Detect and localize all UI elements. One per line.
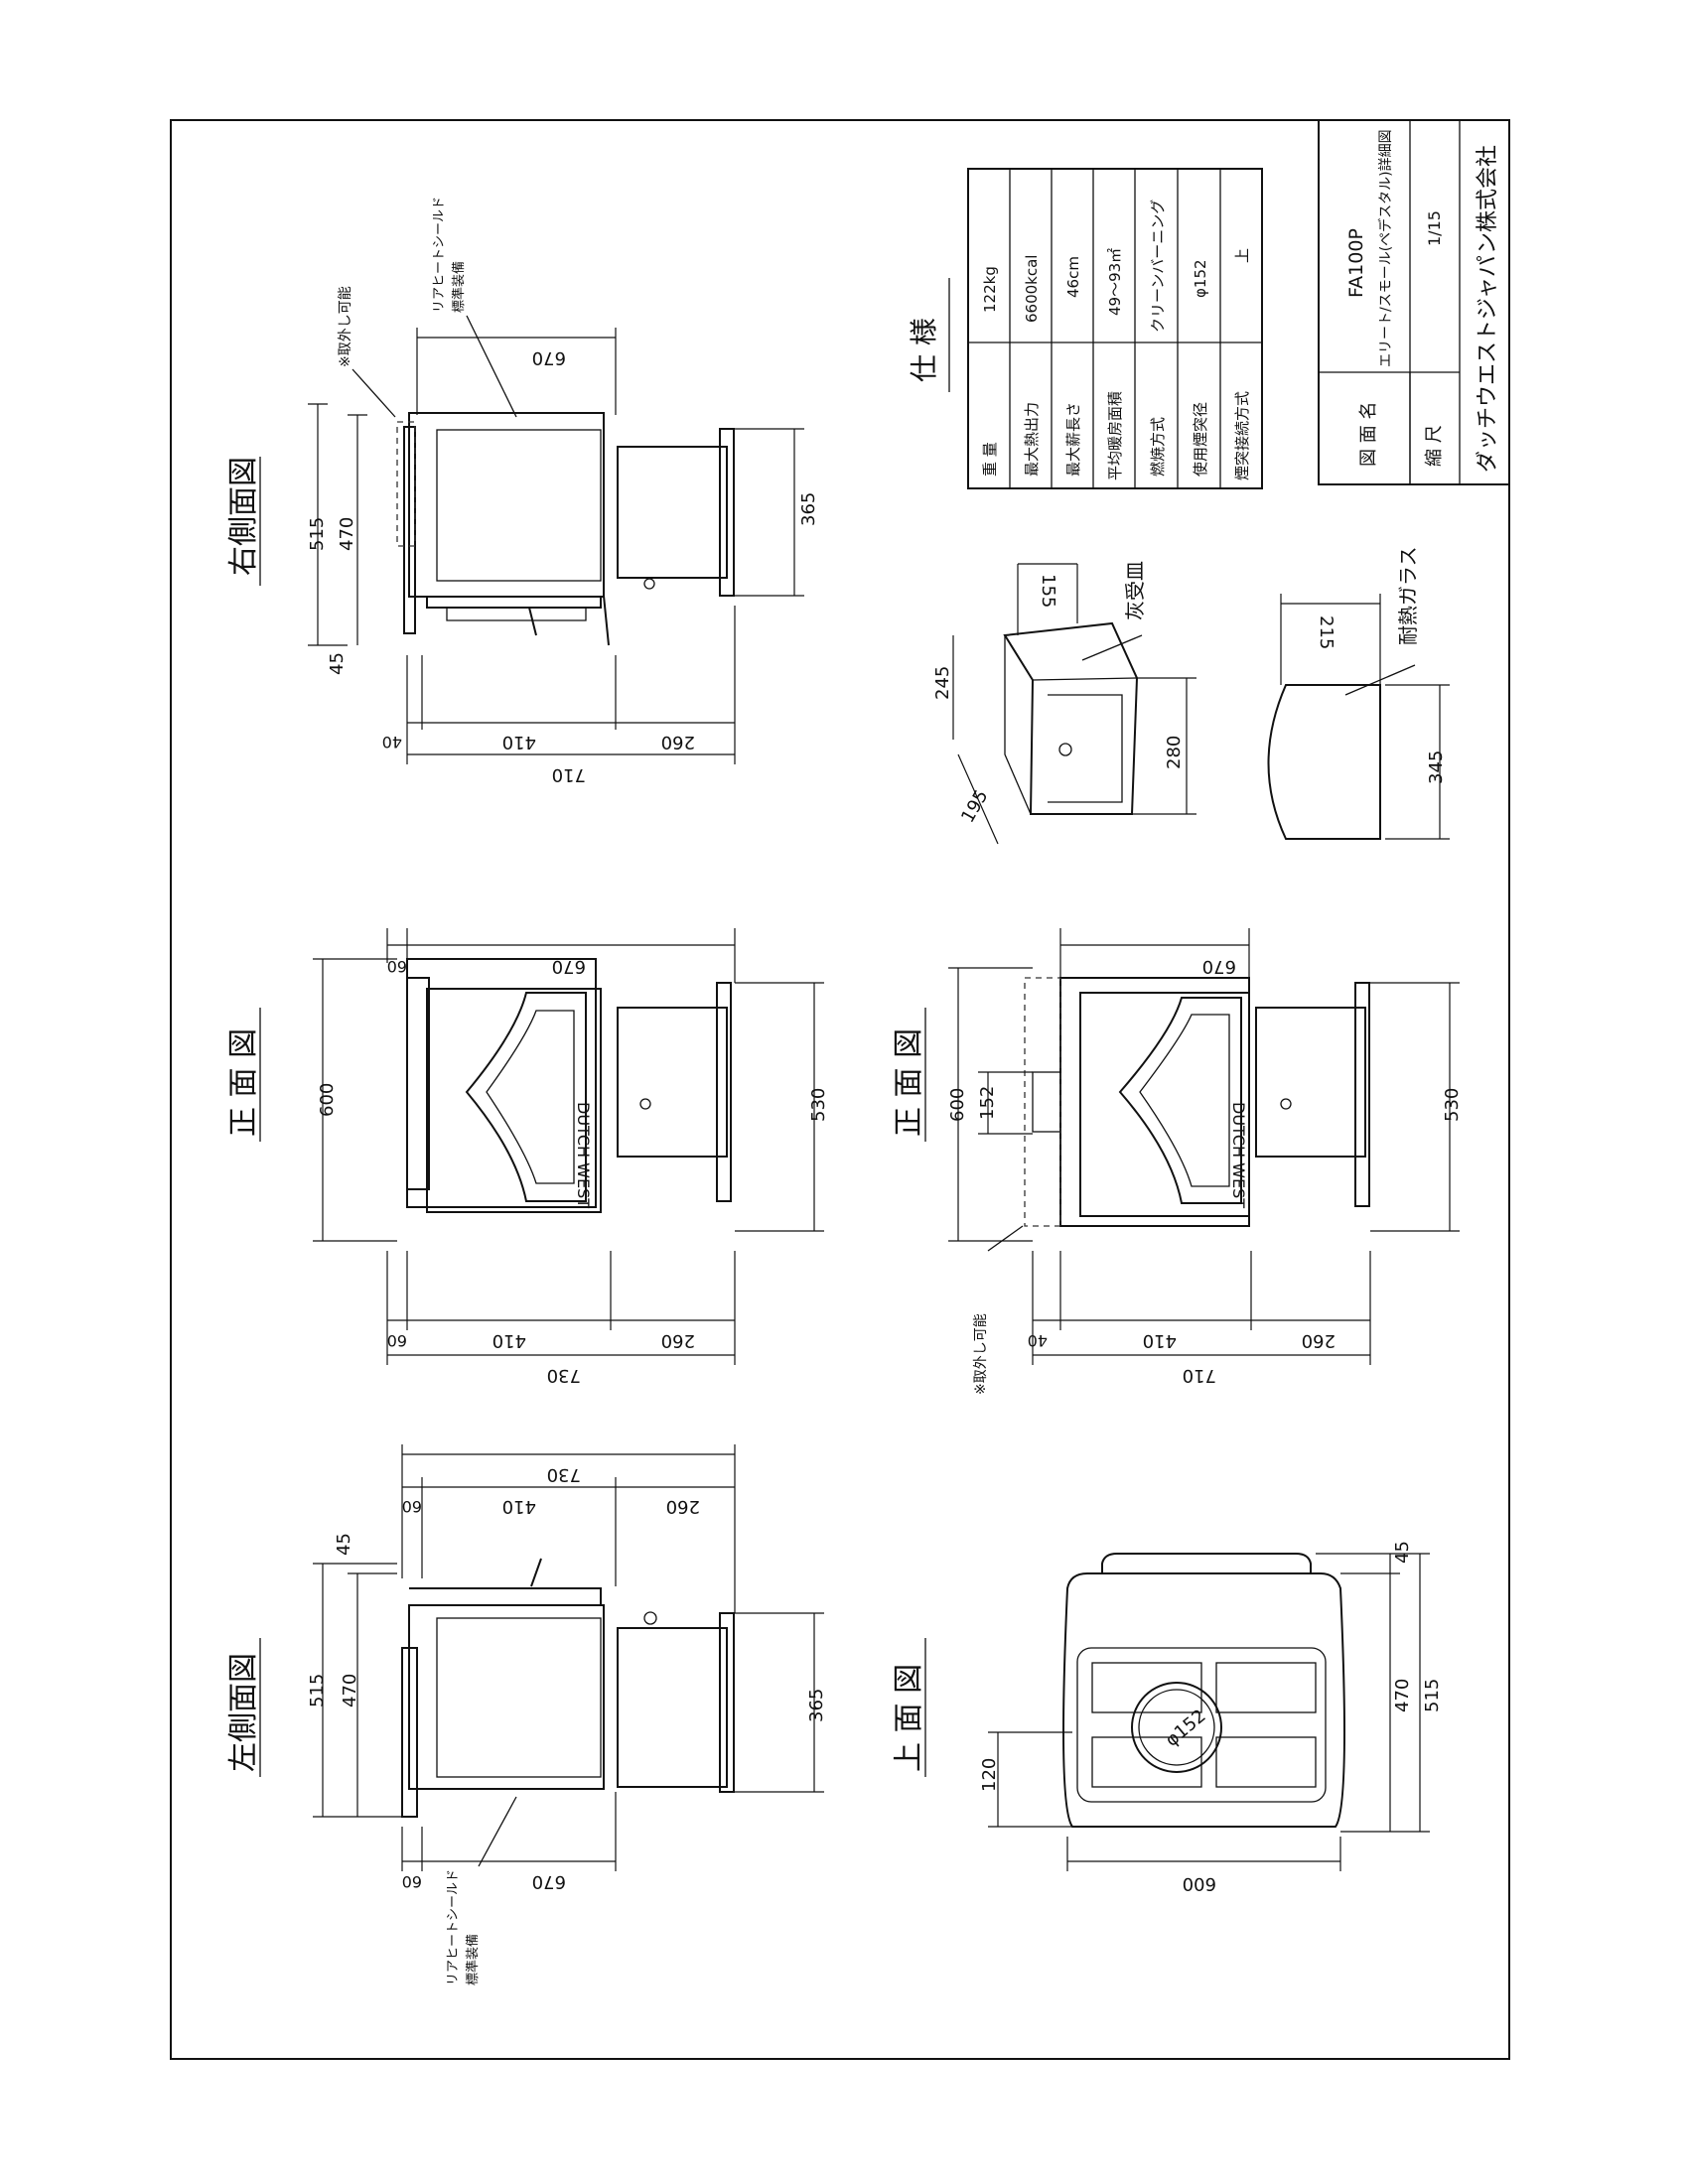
dim-215: 215	[1316, 615, 1336, 649]
dim-152: 152	[977, 1086, 998, 1120]
spec-value: クリーンバーニング	[1149, 200, 1167, 333]
dim-60-top: 60	[402, 1497, 422, 1516]
dim-670: 670	[532, 1871, 566, 1892]
top-view: 上 面 図 φ152 120 45 470 515 600	[892, 1541, 1443, 1894]
dim-365: 365	[798, 492, 819, 526]
front-view-upper: 正 面 図 DUTCH WEST 600 530 60 670 60 41	[226, 928, 829, 1386]
dim-280: 280	[1164, 736, 1185, 769]
dim-45: 45	[327, 652, 348, 675]
dim-670: 670	[552, 956, 586, 977]
scale-value: 1/15	[1425, 210, 1444, 246]
dim-470: 470	[340, 1674, 360, 1707]
drawing-frame	[170, 119, 1510, 2060]
dim-410: 410	[492, 1330, 526, 1351]
shield-note: リアヒートシールド	[446, 1869, 461, 1985]
brand-logo: DUTCH WEST	[1229, 1102, 1248, 1208]
shield-note: リアヒートシールド	[432, 197, 447, 313]
dim-410: 410	[502, 1496, 536, 1517]
dim-515: 515	[1422, 1679, 1443, 1712]
left-side-title: 左側面図	[226, 1653, 261, 1772]
spec-label: 最大薪長さ	[1064, 402, 1082, 477]
removable-note: ※取外し可能	[338, 286, 353, 367]
dim-260: 260	[1302, 1330, 1336, 1351]
spec-value: 46cm	[1064, 256, 1082, 298]
dim-60: 60	[402, 1872, 422, 1891]
right-side-title: 右側面図	[226, 457, 261, 576]
left-side-view: 左側面図 リアヒートシールド 標準装備 515 470 45 365 60 67…	[226, 1444, 827, 1985]
front-lower-title: 正 面 図	[892, 1028, 926, 1137]
dim-730: 730	[547, 1464, 581, 1485]
dim-410: 410	[502, 732, 536, 752]
spec-value: φ152	[1192, 259, 1209, 298]
dim-600: 600	[317, 1083, 338, 1117]
dim-60: 60	[387, 957, 407, 976]
spec-label: 燃焼方式	[1149, 417, 1167, 477]
dim-670: 670	[532, 347, 566, 368]
spec-label: 煙突接続方式	[1233, 391, 1251, 480]
dim-470: 470	[1392, 1679, 1413, 1712]
dim-245: 245	[932, 666, 953, 700]
front-upper-title: 正 面 図	[226, 1028, 261, 1137]
top-view-title: 上 面 図	[892, 1664, 926, 1772]
model-description: エリート/スモール(ペデスタル)詳細図	[1377, 129, 1394, 367]
company-name: ダッチウエストジャパン株式会社	[1476, 145, 1500, 473]
dim-515: 515	[307, 1674, 328, 1707]
spec-title: 仕 様	[908, 318, 940, 382]
spec-label: 最大熱出力	[1023, 402, 1041, 477]
dim-600: 600	[947, 1088, 968, 1122]
dim-600: 600	[1183, 1873, 1216, 1894]
glass-view: 耐熱ガラス 215 345	[1267, 546, 1450, 840]
dim-530: 530	[1442, 1088, 1463, 1122]
dim-515: 515	[307, 517, 328, 551]
spec-table: 仕 様 重 量 122kg 最大熱出力 6600kcal 最大薪長さ 46cm …	[908, 168, 1263, 489]
glass-label: 耐熱ガラス	[1396, 546, 1420, 645]
model-number: FA100P	[1345, 228, 1367, 298]
title-block: 図 面 名 FA100P エリート/スモール(ペデスタル)詳細図 縮 尺 1/1…	[1318, 119, 1510, 485]
drawing-name-label: 図 面 名	[1358, 402, 1379, 467]
ash-pan-view: 灰受皿 155 245 195 280	[932, 561, 1196, 845]
dim-365: 365	[806, 1689, 827, 1722]
spec-label: 使用煙突径	[1192, 402, 1209, 477]
dim-45: 45	[334, 1533, 354, 1556]
dim-45: 45	[1392, 1541, 1413, 1564]
dim-470: 470	[337, 517, 357, 551]
spec-label: 平均暖房面積	[1106, 391, 1124, 480]
scale-label: 縮 尺	[1424, 425, 1445, 467]
spec-value: 122kg	[981, 266, 999, 313]
spec-label: 重 量	[981, 442, 999, 477]
dim-120: 120	[979, 1758, 1000, 1792]
dim-670: 670	[1202, 956, 1236, 977]
dim-40: 40	[382, 733, 402, 751]
dim-710: 710	[552, 764, 586, 785]
brand-logo: DUTCH WEST	[574, 1102, 593, 1208]
spec-value: 6600kcal	[1023, 255, 1041, 323]
dim-410: 410	[1143, 1330, 1177, 1351]
dim-260: 260	[666, 1496, 700, 1517]
dim-40: 40	[1028, 1331, 1048, 1350]
removable-note: ※取外し可能	[973, 1313, 989, 1395]
dim-345: 345	[1426, 751, 1447, 784]
dim-60-bottom: 60	[387, 1331, 407, 1350]
front-view-lower: 正 面 図 DUTCH WEST ※取外し可能 600 152 530 670	[892, 928, 1463, 1395]
right-side-view: 右側面図 ※取外し可能 リアヒートシールド 標準装備 515 470 45	[226, 197, 819, 785]
dim-530: 530	[808, 1088, 829, 1122]
dim-155: 155	[1038, 574, 1058, 608]
spec-value: 上	[1233, 248, 1251, 263]
dim-260: 260	[661, 732, 695, 752]
dim-260: 260	[661, 1330, 695, 1351]
dim-710: 710	[1183, 1365, 1216, 1386]
dim-730: 730	[547, 1365, 581, 1386]
spec-value: 49〜93㎡	[1106, 248, 1124, 316]
shield-note-2: 標準装備	[465, 1934, 481, 1985]
ash-pan-label: 灰受皿	[1123, 561, 1147, 620]
shield-note-2: 標準装備	[451, 261, 467, 313]
